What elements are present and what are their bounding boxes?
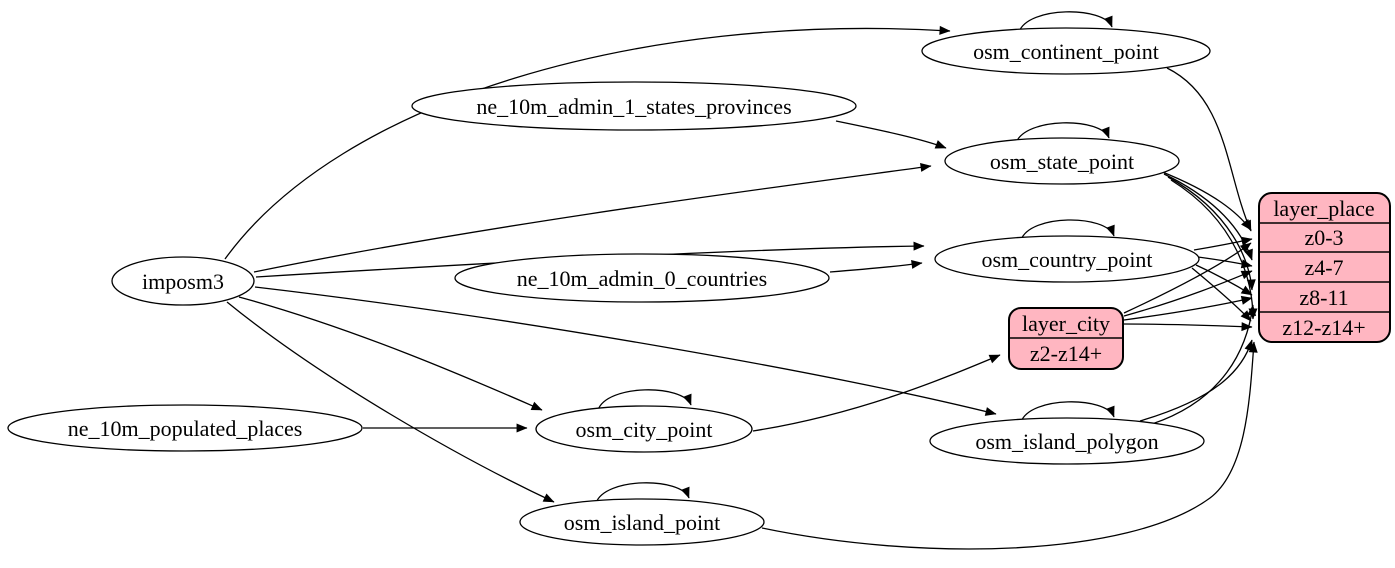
- edge-country-z12-z14: [1191, 267, 1252, 322]
- continent-ellipse: [921, 27, 1211, 75]
- selfloop-state: [1015, 122, 1110, 144]
- state-ellipse: [944, 137, 1180, 185]
- continent-label: osm_continent_point: [973, 39, 1159, 64]
- node-ne-10m-admin-0-countries: ne_10m_admin_0_countries: [454, 253, 830, 303]
- edge-imposm3-island-point: [226, 301, 555, 503]
- island-point-label: osm_island_point: [564, 510, 720, 535]
- ne-places-ellipse: [7, 404, 363, 452]
- selfloop-country: [1020, 219, 1115, 241]
- state-label: osm_state_point: [990, 149, 1134, 174]
- node-ne-10m-admin-1-states-provinces: ne_10m_admin_1_states_provinces: [411, 81, 857, 131]
- city-label: osm_city_point: [576, 417, 713, 442]
- ne-admin1-label: ne_10m_admin_1_states_provinces: [476, 94, 791, 119]
- edge-city-layer-city: [752, 354, 1001, 432]
- island-polygon-ellipse: [929, 417, 1205, 465]
- edge-ne-admin0-country: [829, 259, 923, 273]
- layer-city-row-z2-z14: z2-z14+: [1030, 341, 1102, 366]
- selfloop-city: [597, 389, 692, 411]
- island-polygon-label: osm_island_polygon: [975, 429, 1158, 454]
- edge-layer-city-z0-3: [1123, 242, 1252, 314]
- edge-island-point-z12-z14: [761, 341, 1258, 550]
- layer-place-row-z0-3: z0-3: [1304, 225, 1343, 250]
- edge-country-z0-3: [1193, 236, 1253, 251]
- record-layer-city: layer_city z2-z14+: [1008, 307, 1124, 370]
- edge-imposm3-continent: [224, 25, 951, 260]
- ne-places-label: ne_10m_populated_places: [68, 416, 303, 441]
- node-osm-continent-point: osm_continent_point: [921, 27, 1211, 75]
- node-osm-city-point: osm_city_point: [535, 405, 753, 453]
- layer-place-box: [1258, 192, 1391, 343]
- selfloop-island-point: [595, 482, 690, 504]
- selfloop-island-polygon: [1020, 401, 1115, 423]
- imposm3-ellipse: [111, 256, 255, 306]
- layer-place-title: layer_place: [1273, 196, 1374, 221]
- edge-layer-city-z8-11: [1123, 295, 1253, 321]
- ne-admin0-ellipse: [454, 253, 830, 303]
- edge-continent-z0-3: [1166, 67, 1252, 232]
- edge-layer: [224, 11, 1258, 550]
- node-osm-state-point: osm_state_point: [944, 137, 1180, 185]
- layer-place-row-z4-7: z4-7: [1304, 255, 1343, 280]
- ne-admin0-label: ne_10m_admin_0_countries: [517, 266, 768, 291]
- edge-layer-city-z12-z14: [1123, 322, 1253, 332]
- edge-country-z8-11: [1195, 264, 1253, 296]
- node-osm-island-point: osm_island_point: [519, 498, 765, 546]
- edge-ne-admin1-state: [835, 120, 947, 149]
- selfloop-continent: [1018, 11, 1113, 33]
- ne-admin1-ellipse: [411, 81, 857, 131]
- imposm3-label: imposm3: [142, 269, 224, 294]
- country-label: osm_country_point: [981, 247, 1152, 272]
- edge-imposm3-island-polygon: [254, 286, 997, 416]
- node-ne-10m-populated-places: ne_10m_populated_places: [7, 404, 363, 452]
- layer-city-title: layer_city: [1022, 311, 1110, 336]
- node-imposm3: imposm3: [111, 256, 255, 306]
- layer-place-row-z12-z14: z12-z14+: [1282, 315, 1365, 340]
- edge-state-z0-3: [1159, 170, 1252, 231]
- edge-imposm3-city: [238, 296, 543, 411]
- edge-layer-city-z4-7: [1123, 270, 1253, 317]
- record-layer-place: layer_place z0-3 z4-7 z8-11 z12-z14+: [1258, 192, 1391, 343]
- city-ellipse: [535, 405, 753, 453]
- edge-island-polygon-z12-z14: [1139, 339, 1254, 422]
- layer-place-row-z8-11: z8-11: [1299, 285, 1348, 310]
- edge-country-z4-7: [1197, 256, 1253, 269]
- island-point-ellipse: [519, 498, 765, 546]
- country-ellipse: [934, 235, 1200, 283]
- node-osm-island-polygon: osm_island_polygon: [929, 417, 1205, 465]
- node-osm-country-point: osm_country_point: [934, 235, 1200, 283]
- edge-island-polygon-z8-11: [1151, 304, 1257, 425]
- edge-imposm3-state: [253, 162, 932, 273]
